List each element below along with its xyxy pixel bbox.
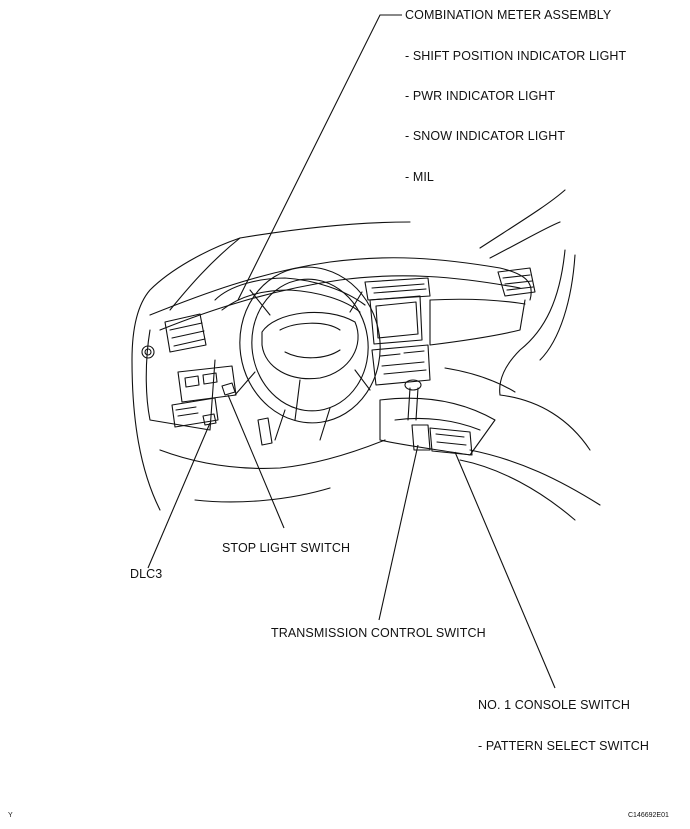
pedal <box>257 417 273 446</box>
right-dash <box>429 299 526 346</box>
label-pattern-select-switch: - PATTERN SELECT SWITCH <box>478 739 650 753</box>
center-controls <box>371 344 431 386</box>
shift-lever <box>407 387 419 421</box>
footer-mark: Y <box>8 812 13 819</box>
left-switches <box>177 365 237 403</box>
right-door <box>499 394 591 451</box>
right-vent <box>497 267 536 297</box>
label-combination-meter: COMBINATION METER ASSEMBLY <box>405 8 612 22</box>
meter-hood <box>214 277 366 306</box>
label-dlc3: DLC3 <box>130 567 163 581</box>
center-vents <box>364 277 431 301</box>
leader-stop-light <box>227 394 285 529</box>
windshield-right <box>479 189 566 249</box>
dash-top <box>149 257 532 316</box>
dlc3-body <box>202 413 217 426</box>
windshield-left <box>239 221 411 239</box>
label-no1-console-switch: NO. 1 CONSOLE SWITCH <box>478 698 631 712</box>
steering-column <box>274 407 331 441</box>
label-shift-position-indicator: - SHIFT POSITION INDICATOR LIGHT <box>405 49 627 63</box>
a-pillar <box>131 237 241 511</box>
a-pillar-inner <box>169 237 241 311</box>
windshield-right-2 <box>489 221 561 259</box>
transmission-switch-body <box>411 424 431 451</box>
left-vent <box>164 313 207 353</box>
console-switch-body <box>429 427 473 456</box>
steering-wheel-inner <box>251 278 369 412</box>
label-mil: - MIL <box>405 170 434 184</box>
steering-hub <box>261 311 359 380</box>
right-pillar-2 <box>539 254 576 361</box>
leader-transmission <box>378 444 419 621</box>
stop-light-switch-body <box>221 382 236 396</box>
label-snow-indicator: - SNOW INDICATOR LIGHT <box>405 129 566 143</box>
figure-code: C146692E01 <box>628 812 669 819</box>
label-transmission-control-switch: TRANSMISSION CONTROL SWITCH <box>271 626 486 640</box>
leader-combination-meter <box>237 14 402 301</box>
left-pod <box>145 329 216 431</box>
leader-dlc3 <box>147 422 211 569</box>
lower-trim <box>159 439 386 469</box>
leader-console <box>454 451 556 689</box>
right-pillar <box>499 249 566 396</box>
dash-top-3 <box>429 298 526 305</box>
label-pwr-indicator: - PWR INDICATOR LIGHT <box>405 89 556 103</box>
label-stop-light-switch: STOP LIGHT SWITCH <box>222 541 351 555</box>
center-console <box>379 397 496 456</box>
dash-top-2 <box>159 275 521 331</box>
steering-wheel-outer <box>239 266 381 424</box>
